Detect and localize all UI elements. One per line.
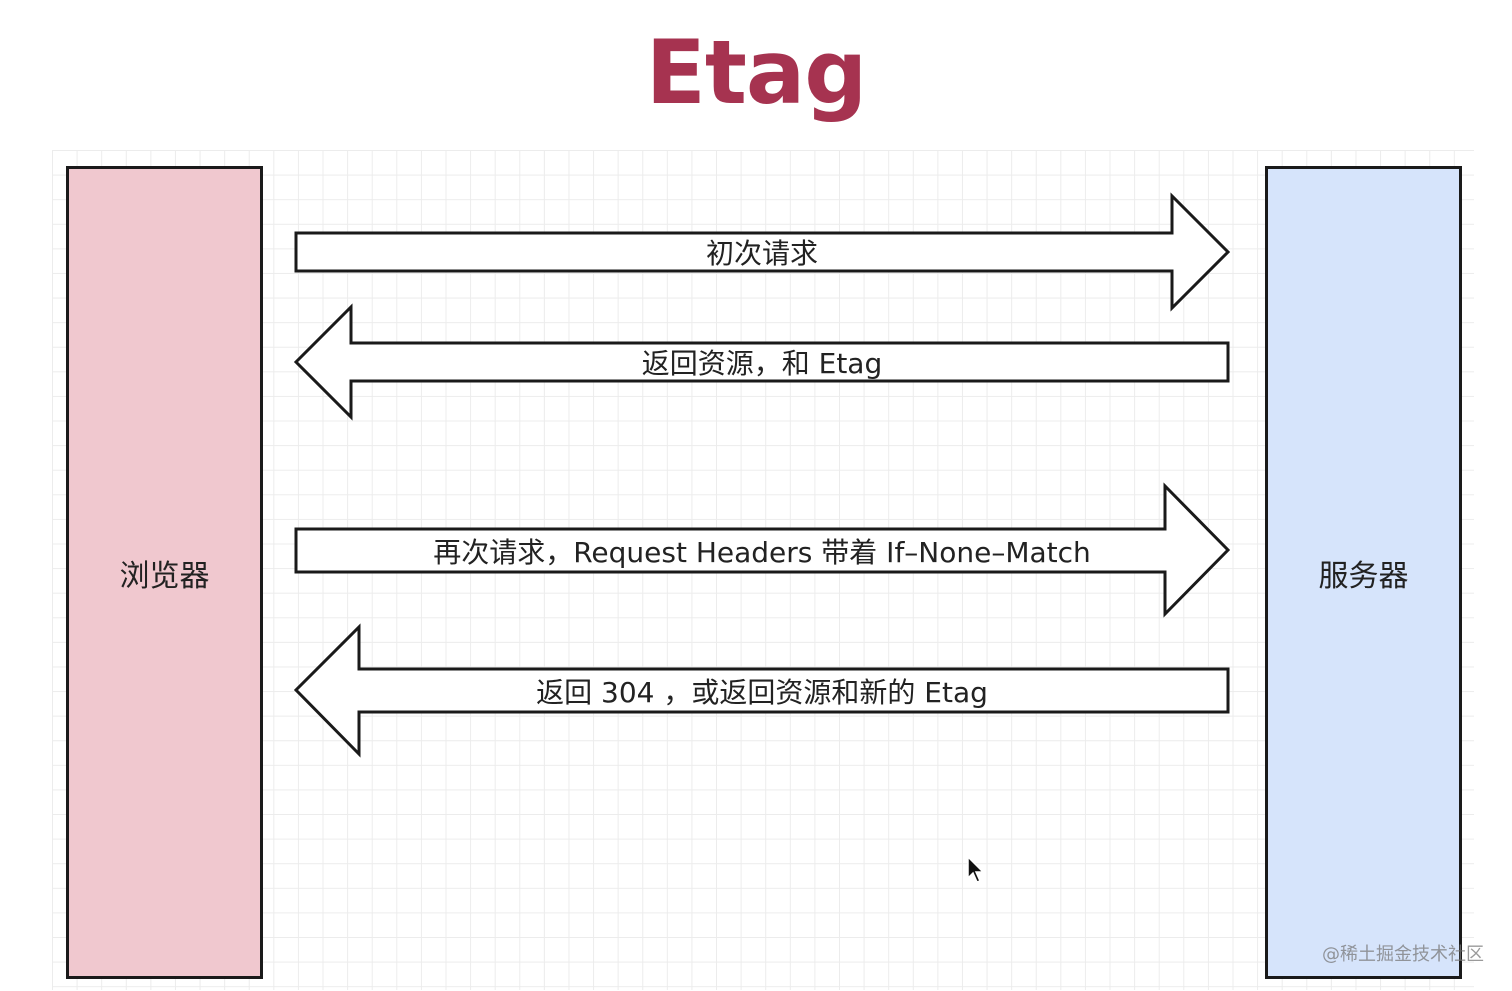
arrow-initial-request-shape [294, 192, 1231, 312]
arrow-initial-request: 初次请求 [294, 192, 1231, 312]
arrow-second-request-label: 再次请求，Request Headers 带着 If–None–Match [433, 536, 1091, 569]
arrow-return-resource-shape [293, 303, 1230, 421]
arrow-return-304: 返回 304 ，或返回资源和新的 Etag [293, 623, 1230, 758]
arrow-return-304-shape [293, 623, 1230, 758]
browser-label: 浏览器 [119, 558, 210, 594]
server-label: 服务器 [1318, 558, 1409, 594]
server-box: 服务器 [1265, 166, 1462, 979]
arrow-return-resource: 返回资源，和 Etag [293, 303, 1230, 421]
watermark: @稀土掘金技术社区 [1322, 944, 1484, 965]
arrow-second-request-shape [294, 482, 1231, 618]
arrow-return-resource-label: 返回资源，和 Etag [642, 347, 883, 380]
arrow-initial-request-label: 初次请求 [706, 237, 818, 270]
browser-box: 浏览器 [66, 166, 263, 979]
arrow-second-request: 再次请求，Request Headers 带着 If–None–Match [294, 482, 1231, 618]
mouse-pointer-icon [967, 856, 985, 883]
diagram-title: Etag [645, 21, 868, 124]
arrow-return-304-label: 返回 304 ，或返回资源和新的 Etag [536, 676, 988, 709]
